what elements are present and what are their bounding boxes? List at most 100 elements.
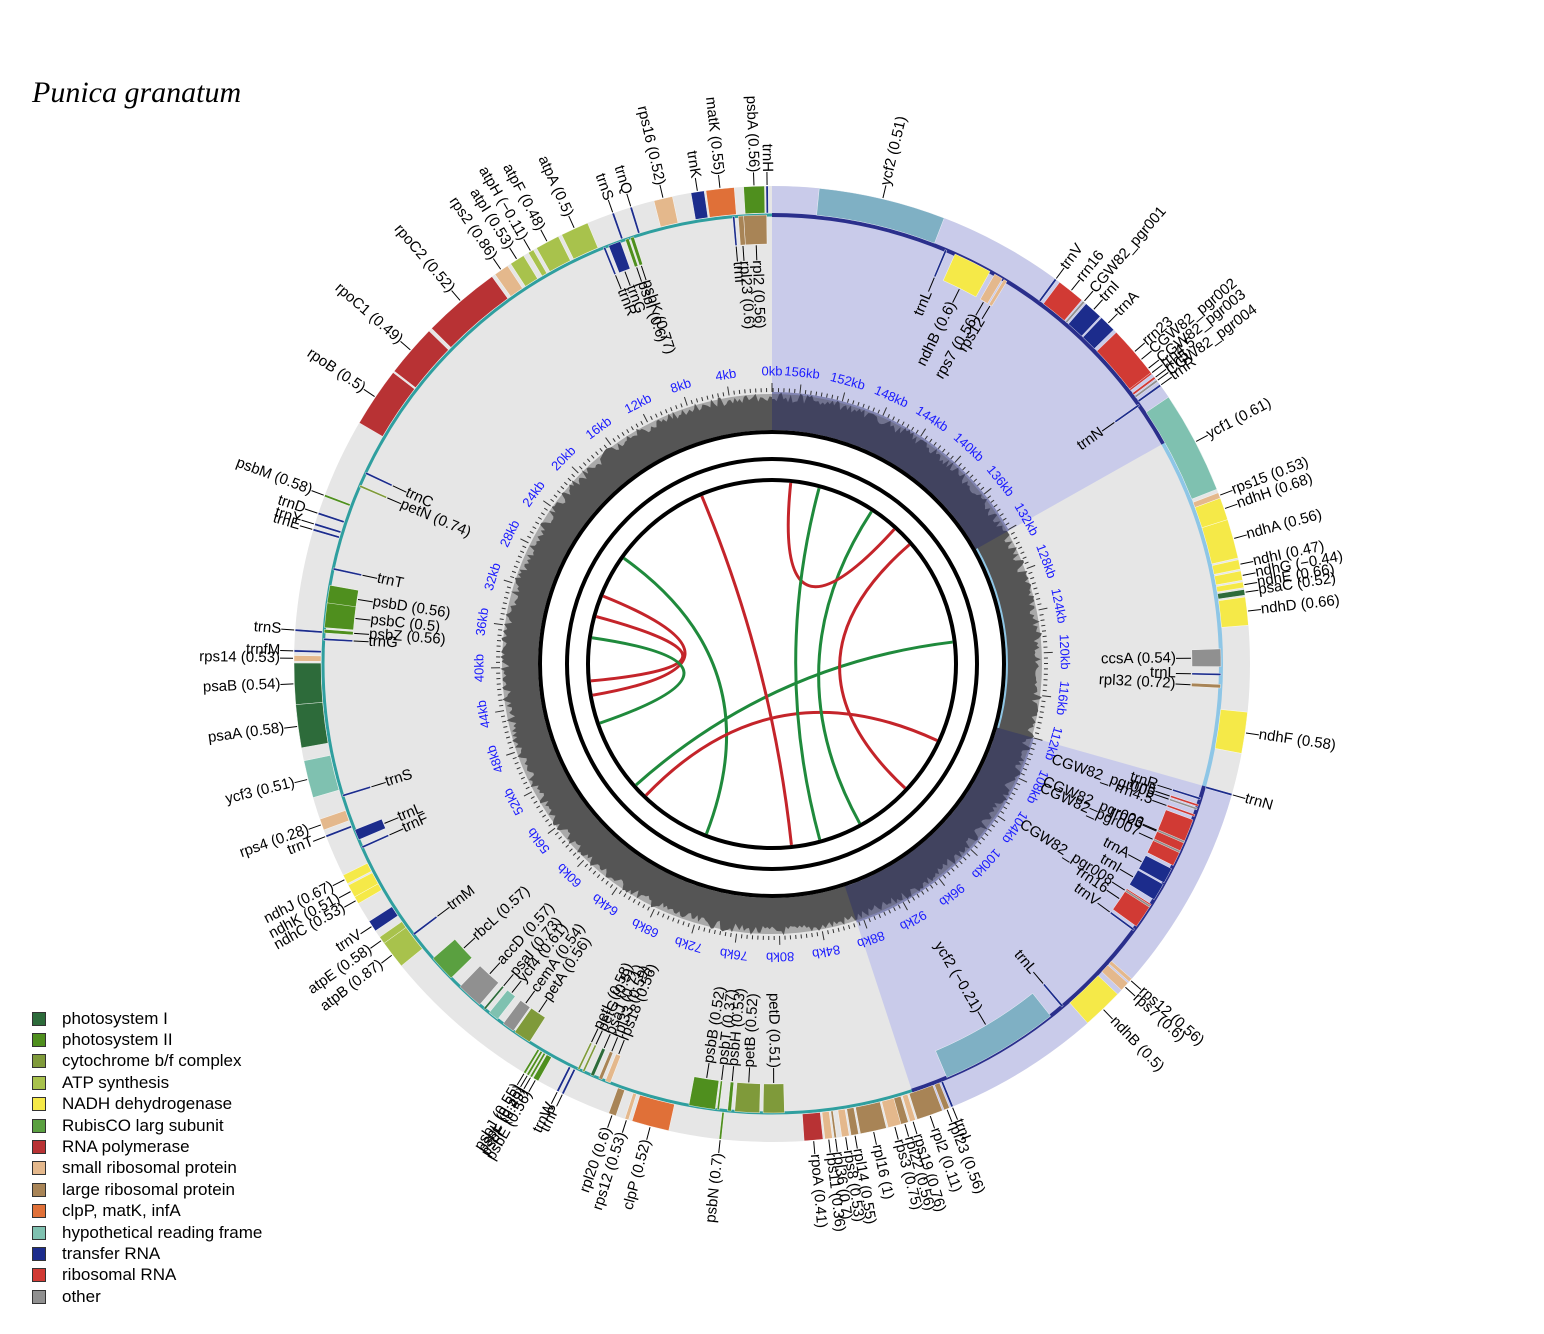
kb-tick — [990, 499, 995, 503]
gene-block — [908, 1085, 943, 1120]
gene-block — [1145, 396, 1218, 500]
gene-track — [293, 185, 1249, 1142]
gene-leader — [946, 1109, 953, 1123]
kb-tick — [878, 913, 881, 918]
kb-tick — [1040, 619, 1045, 622]
gene-leader — [371, 781, 386, 788]
kb-tick — [529, 530, 534, 534]
gene-block — [532, 1054, 552, 1082]
kb-tick — [977, 482, 981, 487]
gene-block — [631, 1094, 675, 1131]
kb-tick — [588, 867, 593, 871]
kb-tick — [837, 927, 840, 932]
kb-tick — [954, 455, 962, 463]
gene-leader — [1142, 824, 1157, 832]
gene-leader — [384, 817, 399, 824]
gene-block — [293, 649, 322, 653]
kb-tick — [1036, 597, 1041, 600]
kb-tick — [921, 890, 925, 895]
gene-leader — [828, 1139, 831, 1153]
gene-label: trnT — [375, 570, 405, 592]
gene-leader — [624, 271, 631, 286]
gene-block — [459, 965, 499, 1006]
repeat-ring-outer — [538, 430, 1006, 898]
gene-leader — [1175, 683, 1191, 686]
gene-block — [359, 484, 388, 499]
kb-tick — [811, 933, 813, 938]
kb-tick — [563, 481, 568, 486]
kb-tick — [993, 504, 998, 508]
kb-tick — [805, 933, 808, 938]
kb-tick — [662, 913, 665, 918]
kb-tick — [934, 881, 938, 886]
gene-block — [716, 1080, 723, 1111]
repeat-links — [590, 482, 953, 846]
gene-label: rpoA (0.41) — [807, 1153, 830, 1228]
gene-block — [762, 1083, 785, 1114]
kb-tick — [815, 391, 818, 396]
kb-tick — [1030, 576, 1035, 580]
gc-inner-clear — [538, 430, 1006, 898]
kb-tick-label: 4kb — [714, 366, 737, 384]
kb-tick — [1037, 603, 1042, 606]
gene-label: rps16 (0.52) — [634, 104, 669, 187]
gene-block — [1192, 492, 1221, 508]
legend-swatch — [32, 1225, 46, 1240]
gene-leader — [509, 247, 517, 260]
gene-block — [412, 915, 438, 936]
kb-tick — [695, 398, 699, 403]
kb-tick — [582, 462, 587, 466]
kb-tick — [1035, 732, 1040, 735]
legend-swatch — [32, 1075, 46, 1090]
gene-leader — [603, 1033, 611, 1049]
gene-leader — [280, 683, 294, 685]
gene-leader — [451, 290, 461, 301]
legend-label: large ribosomal protein — [62, 1179, 235, 1199]
kb-tick — [711, 394, 714, 399]
kb-tick — [1032, 742, 1037, 745]
gene-leader — [718, 1140, 721, 1154]
kb-tick — [540, 512, 545, 516]
kb-tick — [533, 800, 538, 804]
gene-leader — [735, 246, 738, 262]
kb-tick — [569, 848, 573, 852]
kb-tick — [1024, 763, 1030, 766]
gene-block — [1191, 672, 1222, 676]
repeat-link — [623, 557, 729, 835]
kb-tick — [1024, 561, 1029, 564]
gene-block — [1114, 403, 1140, 423]
gene-block — [942, 253, 991, 298]
gene-leader — [845, 1137, 849, 1151]
gene-leader — [299, 525, 313, 530]
gene-leader — [1245, 732, 1259, 736]
gene-leader — [615, 275, 622, 290]
repeat-link — [838, 543, 911, 790]
gene-leader — [626, 193, 632, 207]
kb-tick — [493, 623, 503, 626]
gene-leader — [540, 229, 548, 242]
kb-tick — [591, 454, 595, 459]
gene-block — [608, 1087, 625, 1117]
legend-swatch — [32, 1161, 46, 1176]
gene-block — [629, 206, 641, 234]
gene-leader — [1244, 582, 1258, 586]
gene-leader — [659, 184, 664, 198]
gene-block — [605, 1053, 621, 1084]
gene-block — [893, 1096, 909, 1125]
kb-tick — [703, 927, 706, 932]
legend-item: other — [32, 1286, 262, 1307]
legend-swatch — [32, 1246, 46, 1261]
gene-block — [738, 215, 746, 246]
gene-block — [1211, 559, 1241, 575]
kb-tick — [1038, 716, 1043, 719]
kb-tick — [970, 849, 978, 857]
kb-tick — [596, 874, 601, 878]
gene-block — [324, 602, 357, 631]
kb-tick — [647, 906, 650, 911]
gene-block — [1065, 300, 1085, 324]
gene-leader — [503, 974, 514, 987]
gene-block — [1152, 838, 1181, 853]
gene-label: rpoC1 (0.49) — [332, 279, 407, 347]
gene-block — [342, 785, 371, 797]
kb-tick — [612, 438, 616, 442]
